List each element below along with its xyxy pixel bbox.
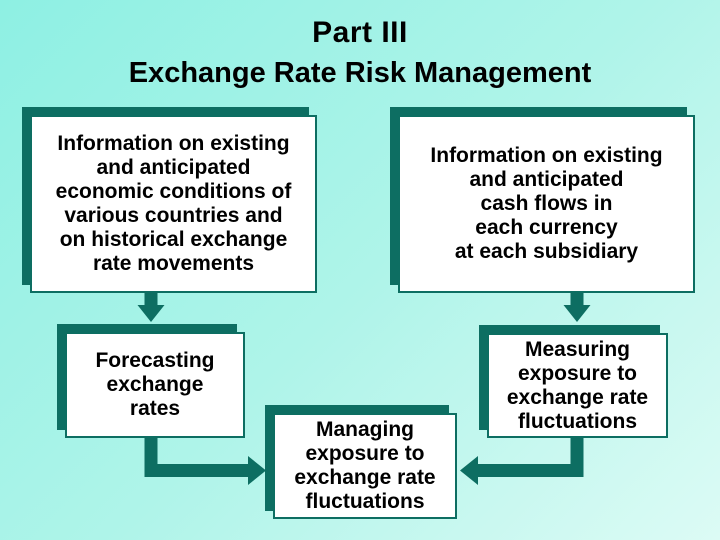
slide-subtitle: Exchange Rate Risk Management bbox=[128, 57, 592, 89]
arrow-measuring-to-managing-icon bbox=[460, 437, 584, 485]
box-info-economic-text: Information on existing and anticipated … bbox=[55, 132, 292, 275]
box-managing: Managing exposure to exchange rate fluct… bbox=[273, 413, 457, 519]
slide-title: Part III bbox=[312, 16, 408, 49]
box-forecasting-text: Forecasting exchange rates bbox=[95, 349, 215, 420]
box-info-cashflows: Information on existing and anticipated … bbox=[398, 115, 695, 293]
arrow-forecasting-to-managing-icon bbox=[144, 437, 266, 485]
box-measuring: Measuring exposure to exchange rate fluc… bbox=[487, 333, 668, 438]
arrow-economic-to-forecasting-icon bbox=[137, 292, 165, 322]
box-forecasting: Forecasting exchange rates bbox=[65, 332, 245, 438]
box-info-economic: Information on existing and anticipated … bbox=[30, 115, 317, 293]
box-managing-text: Managing exposure to exchange rate fluct… bbox=[294, 418, 436, 513]
arrow-cashflows-to-measuring-icon bbox=[563, 292, 591, 322]
box-info-cashflows-text: Information on existing and anticipated … bbox=[430, 144, 663, 263]
box-measuring-text: Measuring exposure to exchange rate fluc… bbox=[506, 337, 649, 433]
